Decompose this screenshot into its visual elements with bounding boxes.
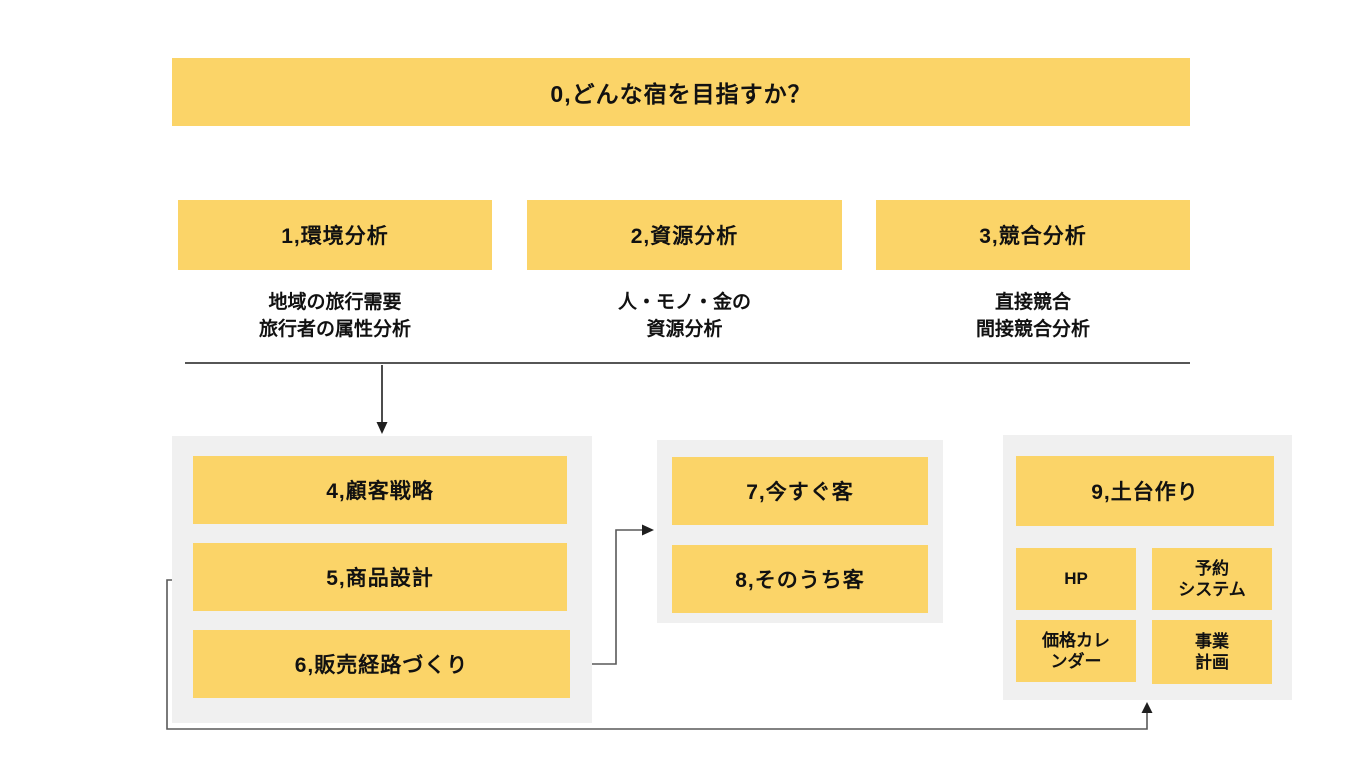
analysis-note-competition: 直接競合 間接競合分析 — [975, 292, 1090, 340]
analysis-box-environment: 1,環境分析 — [178, 200, 492, 270]
analysis-box-resources: 2,資源分析 — [527, 200, 842, 270]
foundation-box-reservation-system: 予約 システム — [1152, 548, 1272, 610]
analysis-note-environment: 地域の旅行需要 旅行者の属性分析 — [258, 292, 411, 340]
customer-box-now-customers: 7,今すぐ客 — [672, 457, 928, 525]
analysis-box-competition: 3,競合分析 — [876, 200, 1190, 270]
strategy-box-sales-channels: 6,販売経路づくり — [193, 630, 570, 698]
foundation-box-hp: HP — [1016, 548, 1136, 610]
customer-box-future-customers: 8,そのうち客 — [672, 545, 928, 613]
analysis-note-resources: 人・モノ・金の 資源分析 — [617, 292, 751, 340]
foundation-box-price-calendar: 価格カレ ンダー — [1016, 620, 1136, 682]
strategy-box-customer-strategy: 4,顧客戦略 — [193, 456, 567, 524]
goal-box: 0,どんな宿を目指すか？ — [172, 58, 1190, 126]
foundation-box-title: 9,土台作り — [1016, 456, 1274, 526]
strategy-box-product-design: 5,商品設計 — [193, 543, 567, 611]
foundation-box-business-plan: 事業 計画 — [1152, 620, 1272, 684]
arrow-analysis-to-strategy-icon — [376, 365, 388, 434]
